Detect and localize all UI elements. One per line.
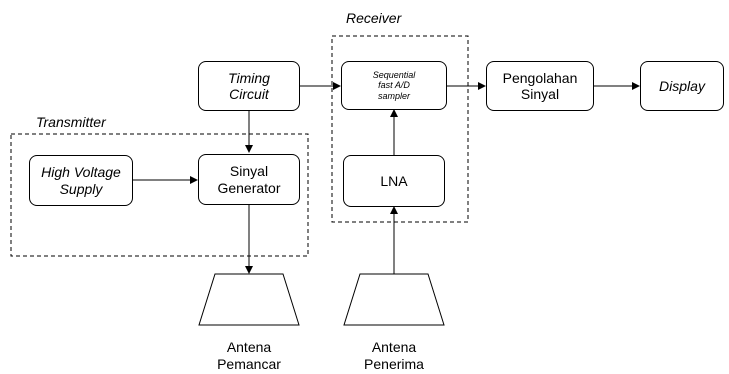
- timing-circuit-label-line1: Timing: [228, 69, 270, 86]
- ad-sampler-label-line2: fast A/D: [378, 80, 410, 91]
- signal-processing-label-line1: Pengolahan: [502, 69, 578, 86]
- transmitter-group-border: [10, 133, 309, 257]
- transmitter-antenna-shape: [198, 273, 300, 326]
- high-voltage-supply-block: High Voltage Supply: [29, 155, 133, 206]
- signal-processing-block: Pengolahan Sinyal: [486, 61, 594, 111]
- display-label: Display: [659, 77, 705, 94]
- tx-antenna-label-line1: Antena: [226, 339, 272, 355]
- timing-circuit-block: Timing Circuit: [198, 61, 300, 111]
- receiver-antenna-shape: [343, 273, 445, 326]
- high-voltage-label-line1: High Voltage: [41, 164, 121, 181]
- signal-generator-label-line1: Sinyal: [229, 163, 269, 180]
- signal-generator-block: Sinyal Generator: [198, 154, 300, 205]
- receiver-antenna-label: Antena Penerima: [339, 339, 449, 373]
- ad-sampler-label-line3: sampler: [377, 90, 410, 101]
- ad-sampler-label-line1: Sequential: [372, 69, 416, 80]
- timing-circuit-label-line2: Circuit: [229, 86, 269, 102]
- display-block: Display: [640, 61, 724, 111]
- transmitter-group-label: Transmitter: [36, 114, 106, 130]
- rx-antenna-label-line2: Penerima: [364, 355, 424, 372]
- receiver-group-label: Receiver: [346, 10, 402, 26]
- signal-generator-label-line2: Generator: [217, 179, 281, 196]
- ad-sampler-block: Sequential fast A/D sampler: [341, 61, 447, 110]
- tx-antenna-label-line2: Pemancar: [217, 355, 281, 372]
- lna-label: LNA: [380, 172, 408, 189]
- transmitter-antenna-label: Antena Pemancar: [194, 339, 304, 373]
- high-voltage-label-line2: Supply: [59, 180, 103, 197]
- lna-block: LNA: [343, 155, 445, 207]
- signal-processing-label-line2: Sinyal: [520, 86, 560, 102]
- rx-antenna-label-line1: Antena: [371, 339, 417, 355]
